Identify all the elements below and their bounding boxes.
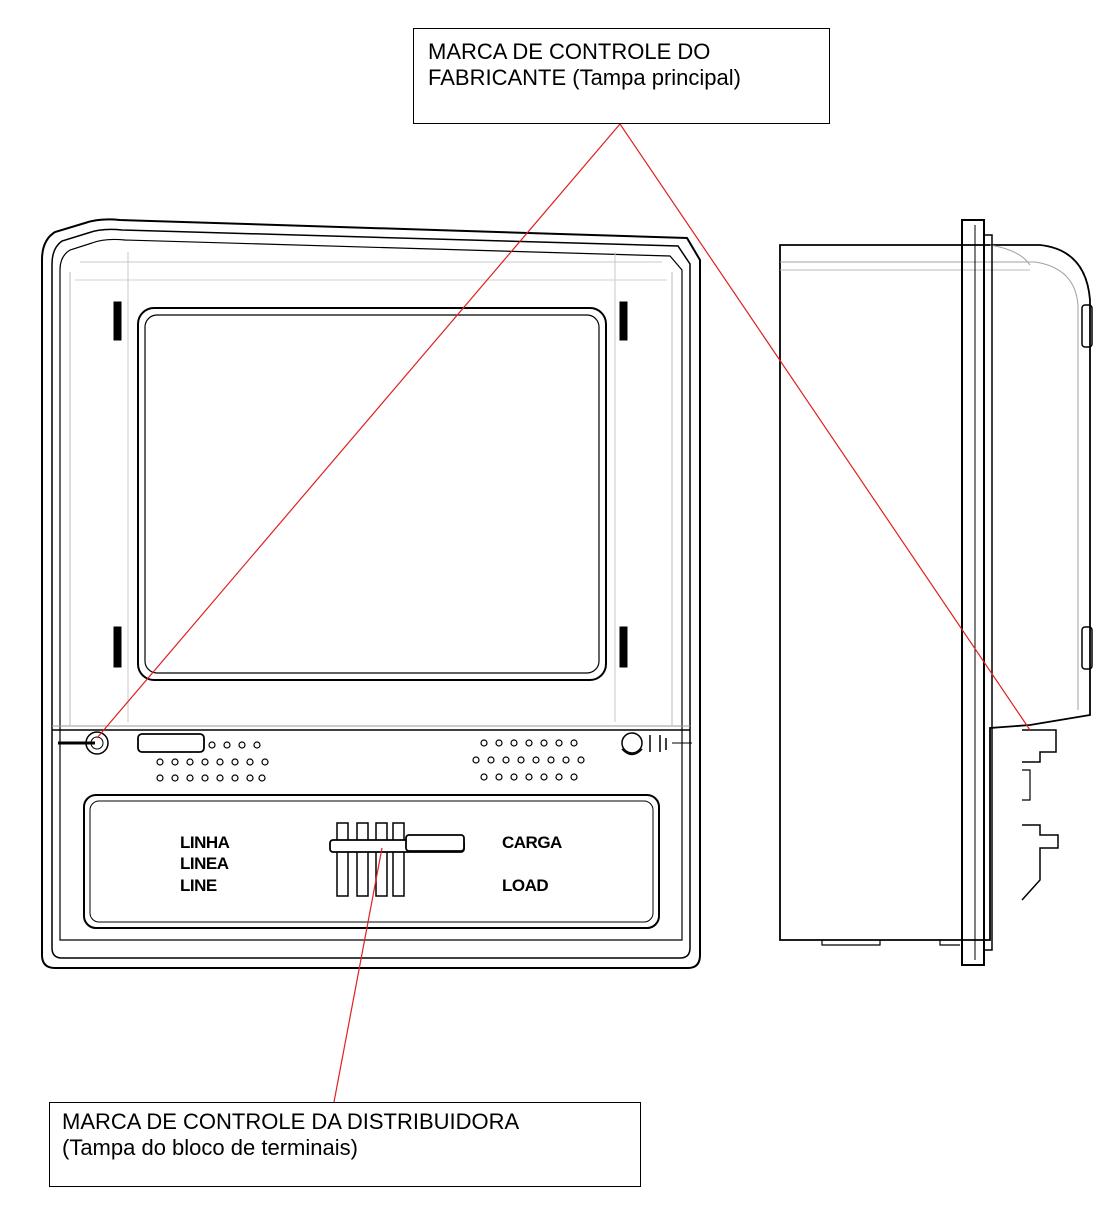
- leader-lines: [96, 123, 1031, 1103]
- side-body: [779, 244, 1091, 941]
- label-load: LOAD: [502, 876, 548, 895]
- callout-manufacturer-line2: FABRICANTE (Tampa principal): [428, 65, 741, 90]
- callout-distributor-mark: MARCA DE CONTROLE DA DISTRIBUIDORA (Tamp…: [49, 1102, 641, 1187]
- display-window-outer: [137, 307, 607, 681]
- terminal-cover-inner: [89, 800, 654, 923]
- front-housing-inner: [51, 228, 691, 959]
- side-flange: [961, 219, 985, 966]
- front-housing-outer: [41, 218, 701, 969]
- display-window-inner: [144, 314, 600, 674]
- vent-holes-left: [156, 741, 269, 782]
- side-tab-top: [1081, 304, 1093, 348]
- callout-distributor-line1: MARCA DE CONTROLE DA DISTRIBUIDORA: [62, 1109, 520, 1134]
- callout-distributor-line2: (Tampa do bloco de terminais): [62, 1135, 358, 1160]
- clip-top-right: [619, 301, 628, 341]
- callout-manufacturer-mark: MARCA DE CONTROLE DO FABRICANTE (Tampa p…: [413, 28, 830, 124]
- side-tab-bottom: [1081, 626, 1093, 670]
- clip-bottom-right: [619, 626, 628, 668]
- front-view-meter: [41, 218, 701, 969]
- callout-manufacturer-line1: MARCA DE CONTROLE DO: [428, 39, 711, 64]
- terminal-cover-outer: [83, 794, 660, 929]
- label-linea: LINEA: [180, 854, 229, 873]
- front-housing-rim: [59, 238, 683, 941]
- leader-manufacturer-front: [96, 123, 621, 739]
- leader-manufacturer-side: [619, 123, 1031, 731]
- label-carga: CARGA: [502, 833, 562, 852]
- clip-bottom-left: [113, 626, 122, 668]
- label-linha: LINHA: [180, 833, 230, 852]
- vent-holes-right: [472, 739, 585, 781]
- label-line: LINE: [180, 876, 217, 895]
- clip-top-left: [113, 301, 122, 341]
- distributor-seal: [329, 822, 465, 897]
- seal-tab-left: [137, 733, 205, 753]
- side-view-meter: [779, 219, 1093, 966]
- seal-screw-right: [621, 732, 643, 754]
- leader-distributor: [333, 847, 383, 1103]
